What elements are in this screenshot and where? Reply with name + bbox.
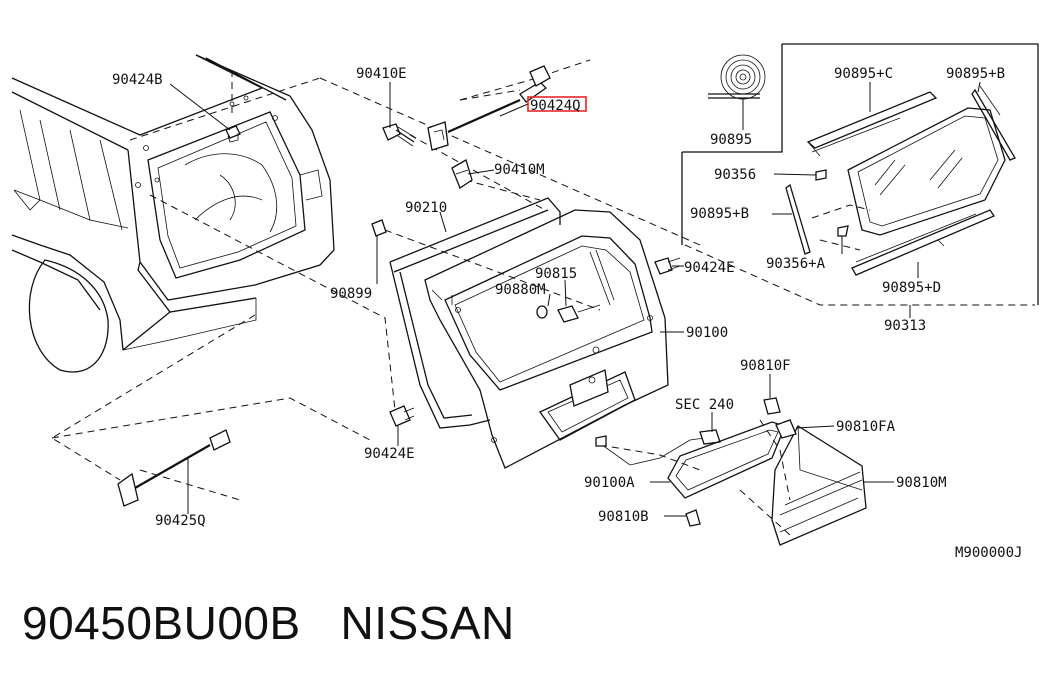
label-90895-b-left: 90895+B <box>690 206 749 222</box>
vehicle-body <box>11 54 335 373</box>
label-90424Q: 90424Q <box>530 98 581 114</box>
label-90810B: 90810B <box>598 509 649 525</box>
label-90810F: 90810F <box>740 358 791 374</box>
label-90895-b-top: 90895+B <box>946 66 1005 82</box>
brand-name: NISSAN <box>340 597 515 649</box>
label-90424E-right: 90424E <box>684 260 735 276</box>
weatherstrip-90210 <box>389 197 561 429</box>
back-window-glass-90313 <box>681 43 1039 305</box>
label-90815: 90815 <box>535 266 577 282</box>
label-90425Q: 90425Q <box>155 513 206 529</box>
lower-strut-90425Q <box>117 429 231 507</box>
label-90895-c: 90895+C <box>834 66 893 82</box>
back-door-90100 <box>424 209 669 469</box>
label-90899: 90899 <box>330 286 372 302</box>
label-90424E-left: 90424E <box>364 446 415 462</box>
label-90424B: 90424B <box>112 72 163 88</box>
diagram-code: M900000J <box>955 545 1022 561</box>
label-90356: 90356 <box>714 167 756 183</box>
part-labels: 90424B 90410E 90424Q 90410M 90210 90899 … <box>112 66 1022 561</box>
label-90100: 90100 <box>686 325 728 341</box>
label-90356-a: 90356+A <box>766 256 826 272</box>
molding-roll-90895 <box>708 54 766 100</box>
hinge-and-struts <box>371 65 681 427</box>
label-90210: 90210 <box>405 200 447 216</box>
label-90895: 90895 <box>710 132 752 148</box>
label-90410M: 90410M <box>494 162 545 178</box>
part-number-caption: 90450BU00B NISSAN <box>22 596 515 650</box>
label-sec-240: SEC 240 <box>675 397 734 413</box>
highlight-box <box>527 96 587 112</box>
label-90810M: 90810M <box>896 475 947 491</box>
leader-lines <box>169 81 981 517</box>
finisher-90810M <box>595 397 867 546</box>
label-90410E: 90410E <box>356 66 407 82</box>
label-90100A: 90100A <box>584 475 635 491</box>
label-90880M: 90880M <box>495 282 546 298</box>
label-90313: 90313 <box>884 318 926 334</box>
label-90895-d: 90895+D <box>882 280 941 296</box>
label-90810FA: 90810FA <box>836 419 896 435</box>
part-number: 90450BU00B <box>22 597 301 649</box>
